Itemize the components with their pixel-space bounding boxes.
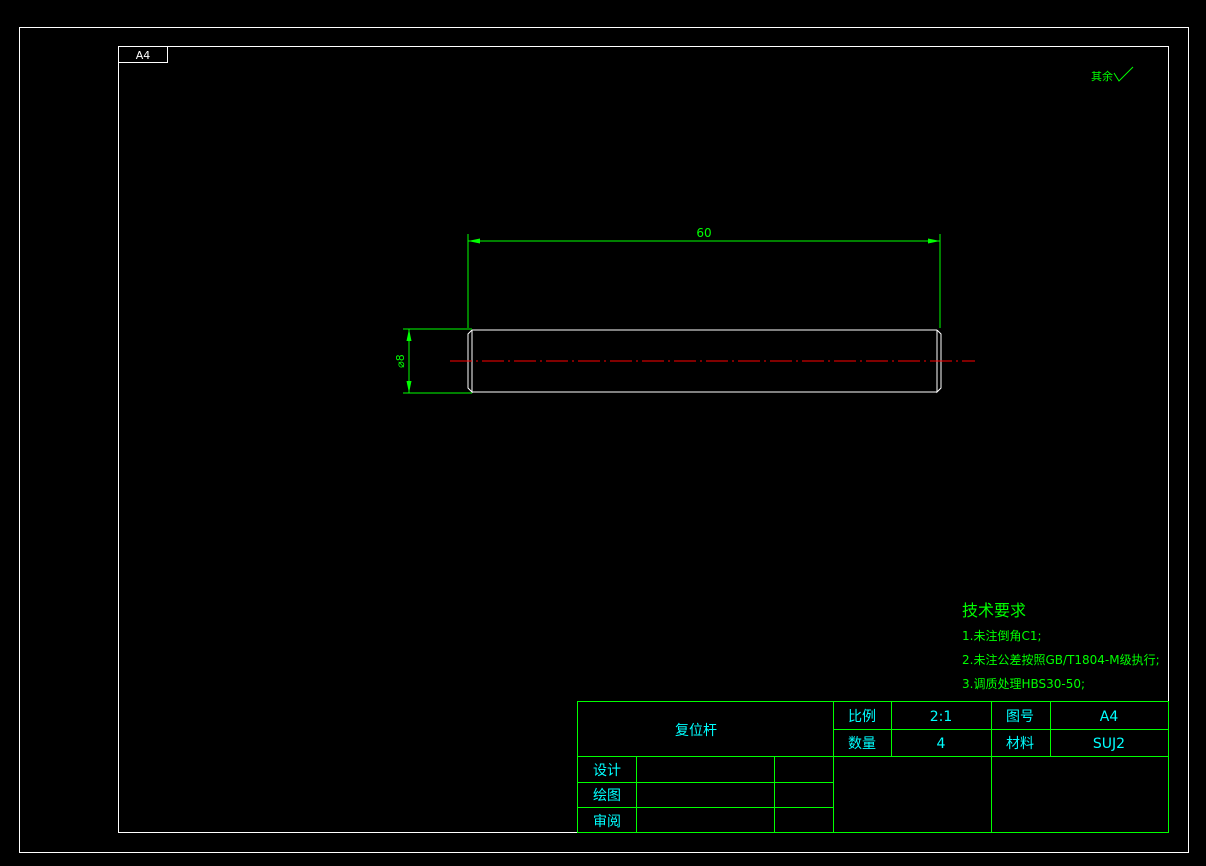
material-value: SUJ2 (1093, 736, 1125, 752)
shaft-part (467, 329, 942, 394)
quantity-value: 4 (937, 736, 946, 752)
diameter-dimension: ⌀8 (394, 328, 472, 394)
sheet-size-box (118, 46, 168, 63)
drawing-no-label: 图号 (1006, 709, 1034, 725)
tech-requirement-item: 3.调质处理HBS30-50; (962, 677, 1085, 691)
designer-label: 设计 (593, 763, 621, 779)
drafter-label: 绘图 (593, 788, 621, 804)
length-dimension: 60 (467, 226, 941, 328)
roughness-symbol: 其余 (1091, 66, 1134, 83)
roughness-note: 其余 (1091, 69, 1113, 83)
diameter-dimension-value: ⌀8 (394, 354, 407, 368)
material-label: 材料 (1006, 736, 1034, 752)
scale-value: 2:1 (930, 709, 953, 725)
tech-requirement-item: 1.未注倒角C1; (962, 628, 1042, 643)
scale-label: 比例 (848, 709, 876, 725)
quantity-label: 数量 (848, 736, 876, 752)
drawing-no-value: A4 (1100, 709, 1119, 725)
shaft-right-chamfer (936, 329, 942, 394)
part-name: 复位杆 (675, 722, 717, 739)
reviewer-label: 审阅 (593, 814, 621, 830)
roughness-check-icon (1113, 66, 1134, 82)
sheet-size-label: A4 (136, 49, 151, 62)
title-block: 复位杆 比例 2:1 图号 A4 数量 4 材料 SUJ2 设计 绘图 审阅 (577, 701, 1169, 833)
shaft-left-chamfer (467, 329, 473, 394)
length-dimension-value: 60 (696, 226, 711, 240)
tech-requirements-title: 技术要求 (962, 601, 1026, 620)
tech-requirements: 技术要求 1.未注倒角C1; 2.未注公差按照GB/T1804-M级执行; 3.… (962, 601, 1160, 691)
outer-frame (19, 27, 1189, 853)
tech-requirement-item: 2.未注公差按照GB/T1804-M级执行; (962, 652, 1160, 667)
